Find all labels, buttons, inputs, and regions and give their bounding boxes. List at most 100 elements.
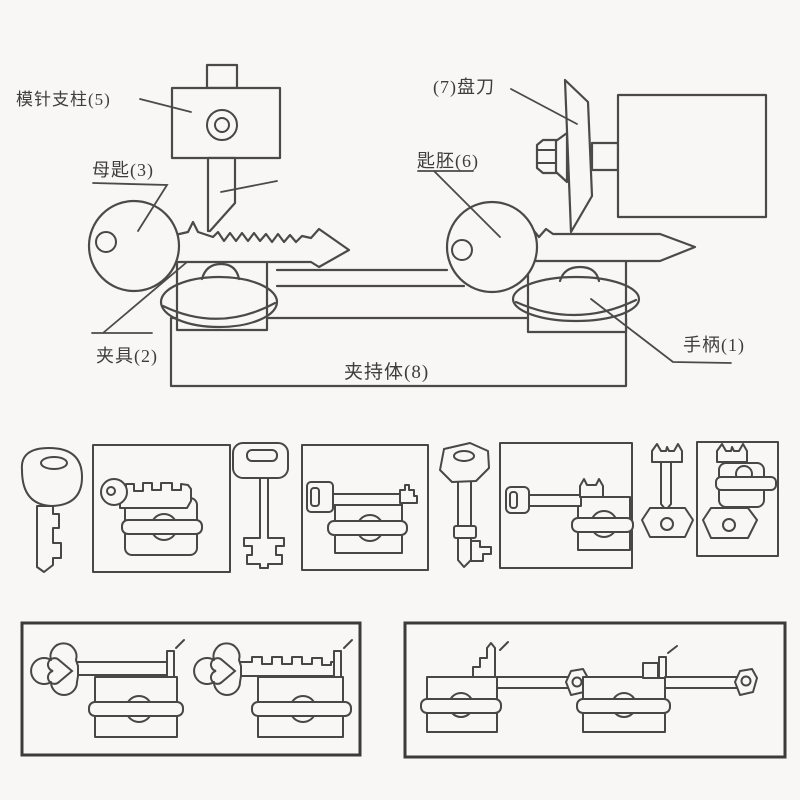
leader-handle: [590, 298, 732, 364]
key-bow-hole: [95, 231, 117, 253]
key-bow: [87, 199, 181, 293]
clamp-bar: [571, 517, 634, 533]
cut-key-assembly: [193, 639, 353, 738]
clamp-bar: [88, 701, 184, 717]
key-sample-3: [439, 442, 492, 568]
clamp-bar: [420, 698, 502, 714]
trefoil-hole: [47, 657, 74, 685]
panel-tip-clamping: [403, 621, 787, 759]
key-blade: [76, 661, 169, 676]
key-crown: [651, 443, 683, 463]
trefoil-bow: [193, 642, 242, 696]
clamping-panels: [20, 621, 787, 759]
key-sample-4: [641, 443, 694, 538]
label-clamp: 夹具(2): [96, 346, 158, 367]
wingnut-rim: [161, 301, 277, 320]
clamp-wingnut: [511, 275, 641, 323]
wingnut-rim: [514, 298, 638, 317]
machine-diagram: 模针支柱(5) 母匙(3) (7)盘刀 匙胚(6) 夹具(2) 手柄(1) 夹持…: [16, 63, 768, 388]
key-bow-hole: [722, 518, 736, 532]
key-bow-hole: [571, 676, 583, 688]
master-key-drawing: [87, 199, 351, 293]
leader-key-blank: [417, 170, 501, 238]
key-blade: [328, 493, 402, 506]
key-flag: [642, 662, 659, 679]
clamp-bar: [576, 698, 671, 714]
pin-support: [170, 63, 282, 233]
key-bow-slot: [310, 487, 320, 507]
key-bow: [734, 668, 758, 696]
clamp-dome: [558, 265, 601, 283]
guide-rails: [275, 268, 466, 288]
support-cap: [205, 63, 239, 90]
key-bow-hole: [451, 239, 473, 261]
label-key-blank: 匙胚(6): [417, 151, 479, 172]
key-shaft: [243, 477, 285, 569]
key-shaft: [36, 505, 62, 573]
key-crown: [716, 443, 748, 463]
flag-key-assembly: [576, 645, 758, 733]
clamp-frame-4: [696, 441, 779, 557]
key-blade: [526, 494, 582, 507]
key-blade-serrated: [173, 220, 351, 269]
label-pin-support: 模针支柱(5): [16, 90, 111, 109]
clamp-frame-2: [301, 444, 429, 571]
key-sample-2: [232, 442, 289, 569]
blank-blade: [518, 227, 697, 263]
label-master-key: 母匙(3): [92, 160, 154, 181]
clamp-bar: [251, 701, 352, 717]
key-bow-hole: [453, 450, 475, 462]
panel-before-after-cut: [20, 621, 362, 757]
clamp-bar: [715, 476, 777, 491]
key-crown-tip: [579, 478, 604, 498]
label-handle: 手柄(1): [683, 335, 745, 356]
stop-pin: [333, 650, 342, 678]
clamp-bar: [121, 519, 203, 535]
cutter-flange: [554, 131, 569, 184]
key-blade-serrated: [239, 656, 335, 677]
uncut-key-assembly: [30, 639, 185, 738]
key-blank-drawing: [445, 200, 697, 294]
key-bow: [445, 200, 539, 294]
key-shank: [496, 676, 569, 689]
tick-mark: [499, 641, 509, 651]
leader-master-key: [92, 182, 169, 232]
label-clamp-body: 夹持体(8): [344, 361, 429, 383]
right-clamp: [511, 253, 641, 334]
support-screw-outer: [206, 109, 238, 141]
key-bow-hole: [740, 675, 752, 687]
key-bow: [641, 507, 694, 538]
key-bit: [470, 540, 492, 562]
clamp-bar: [327, 520, 408, 536]
clamp-wingnut: [159, 275, 279, 329]
tick-mark: [667, 645, 678, 654]
disc-cutter-blade: [563, 78, 594, 234]
key-bow-hole: [40, 456, 68, 470]
stop-pin: [166, 650, 175, 678]
clamp-dome: [200, 262, 241, 281]
key-bow-slot: [509, 491, 518, 509]
stepped-key-assembly: [420, 641, 589, 733]
pin-pointer-line: [220, 180, 278, 193]
key-sample-1: [20, 447, 83, 573]
key-shaft: [457, 480, 472, 568]
cutter-assembly: [535, 78, 768, 234]
key-shank: [664, 676, 738, 689]
key-bow-hole: [660, 517, 674, 531]
leader-pin-support: [139, 98, 192, 113]
callouts: 模针支柱(5) 母匙(3) (7)盘刀 匙胚(6) 夹具(2) 手柄(1) 夹持…: [16, 77, 745, 383]
key-shaft: [660, 461, 672, 511]
tracing-pin: [206, 156, 237, 233]
trefoil-hole: [210, 657, 237, 685]
leader-clamp: [91, 261, 188, 334]
stop-pin: [658, 656, 667, 679]
trefoil-bow: [30, 642, 79, 696]
key-bow: [702, 507, 758, 539]
stepped-key-end: [472, 642, 496, 678]
tick-mark: [175, 639, 185, 649]
cutter-shaft: [590, 141, 620, 172]
left-clamp: [159, 251, 279, 332]
support-box: [170, 86, 282, 160]
key-bow-slot: [246, 449, 278, 462]
